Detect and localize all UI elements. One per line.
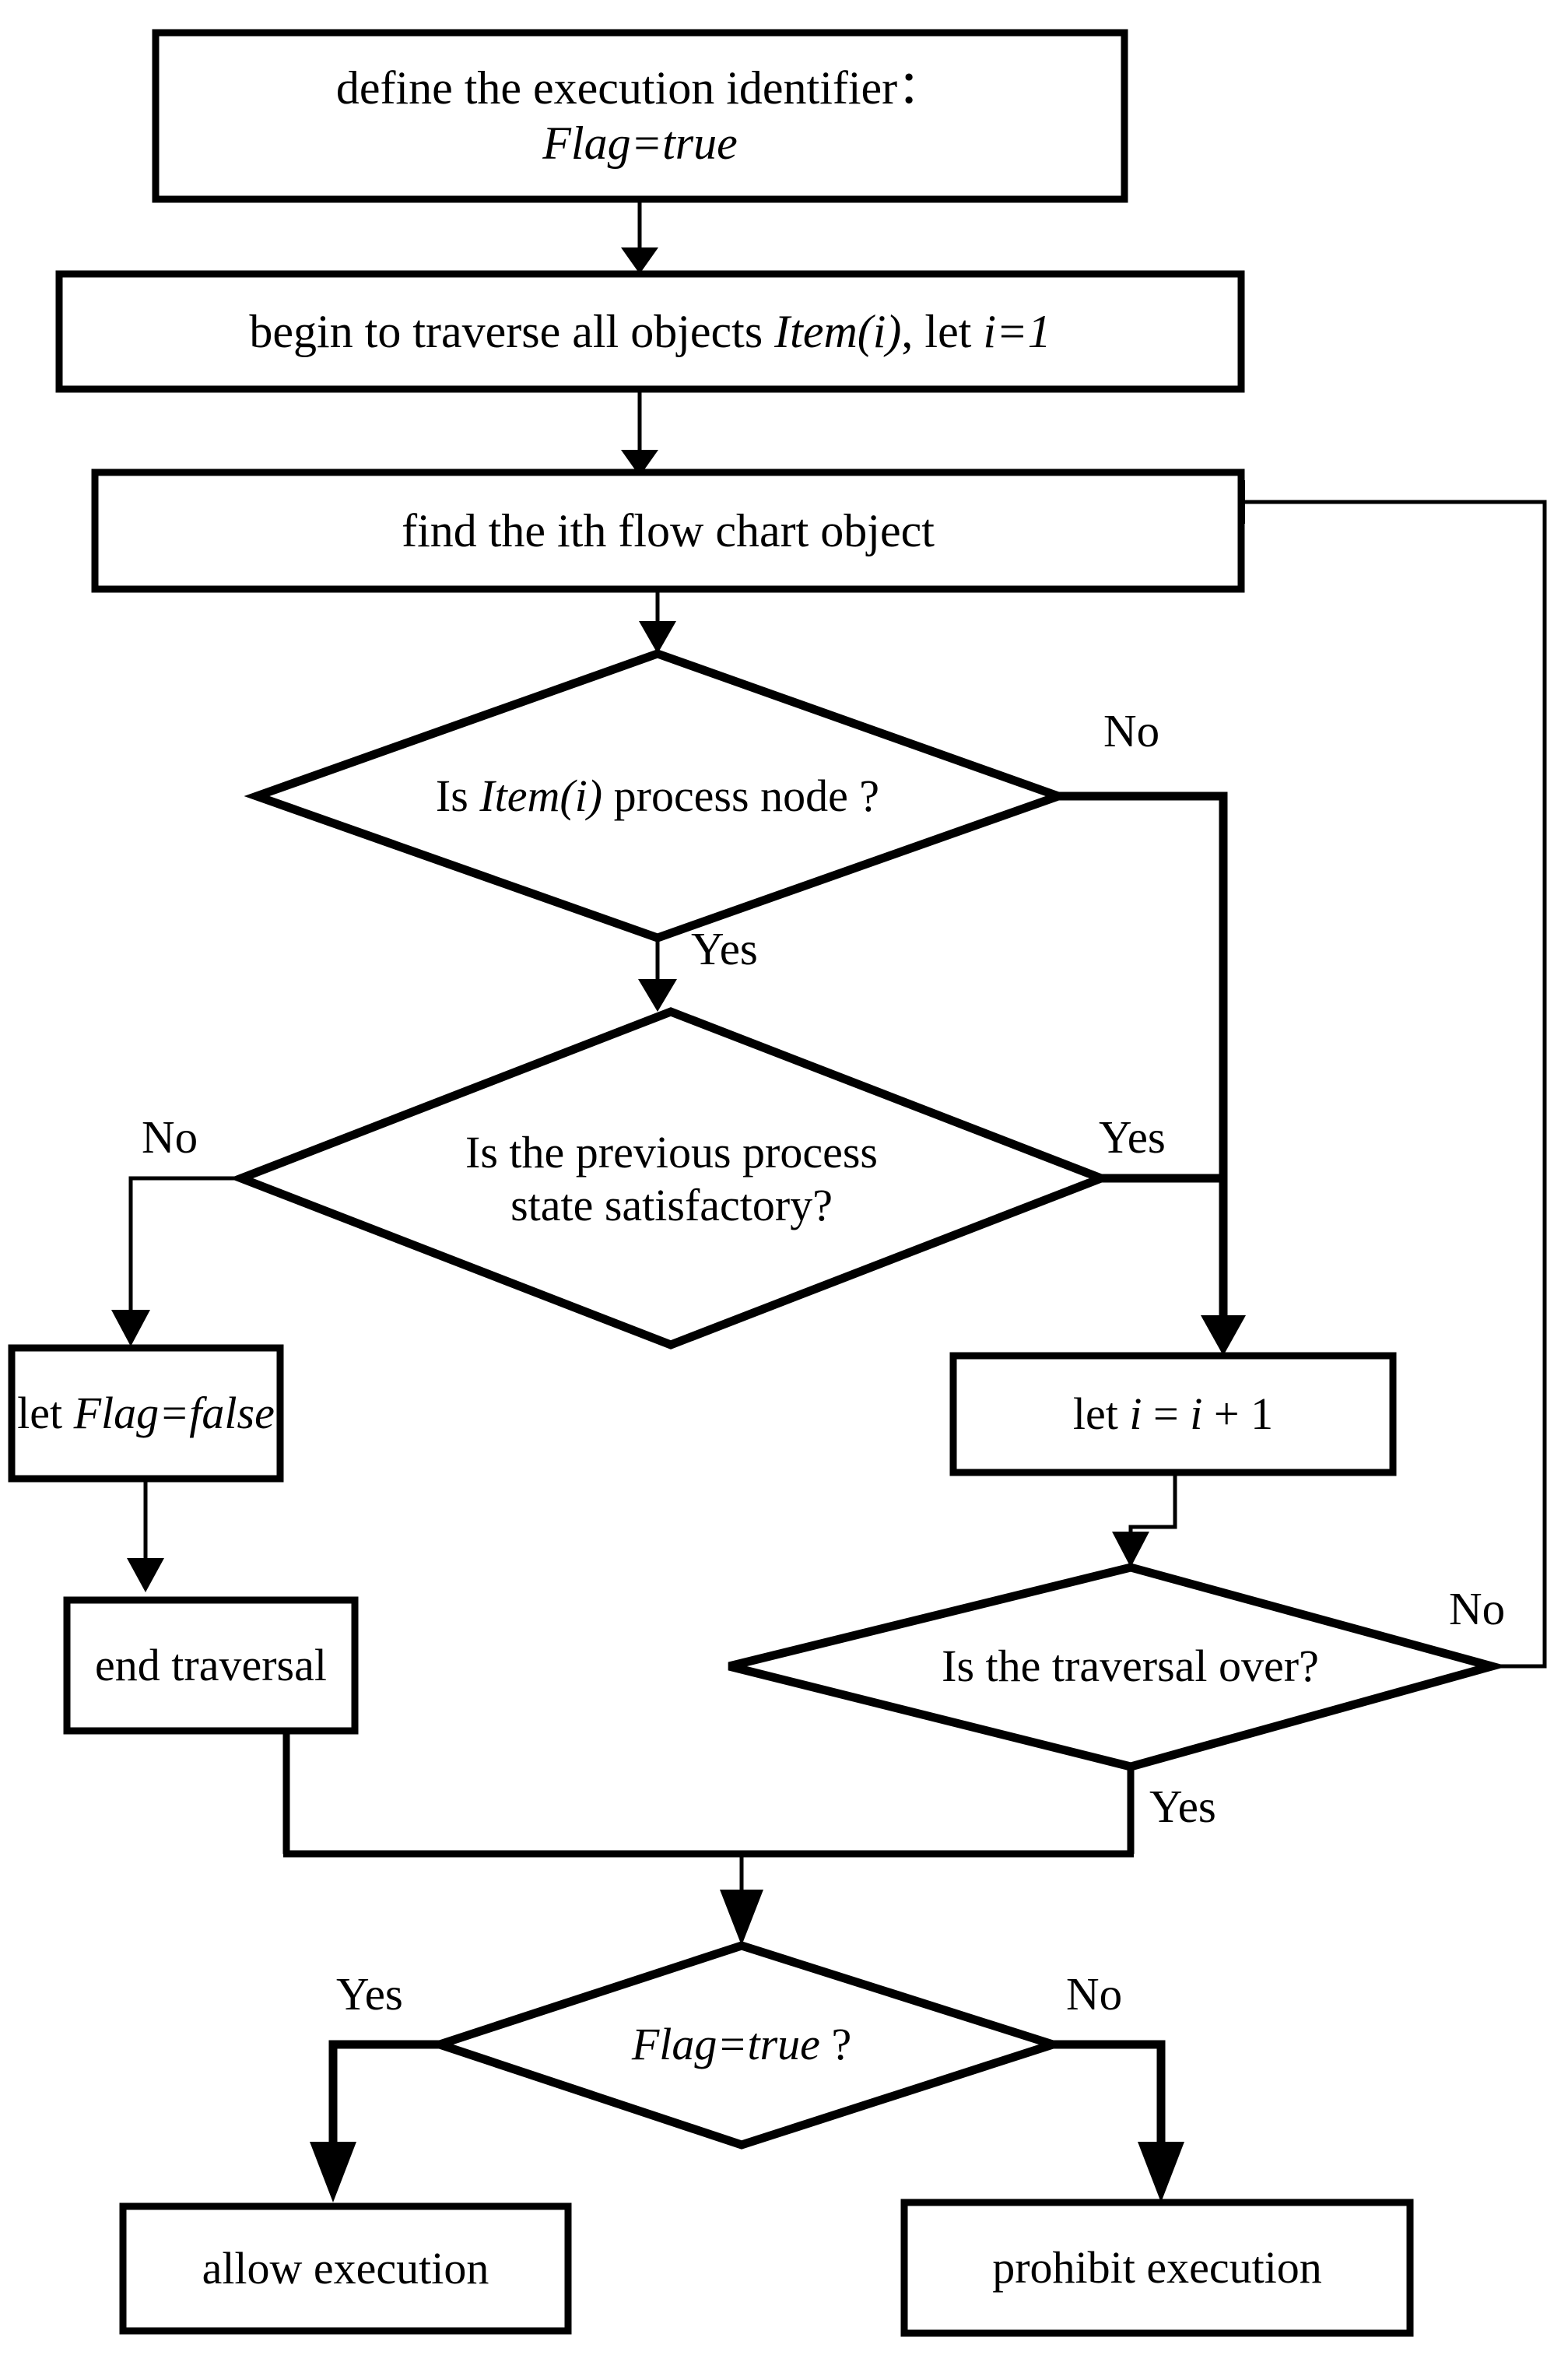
edge-define-to-begin: [621, 201, 658, 274]
node-let-i-inc[interactable]: [949, 1352, 1397, 1476]
node-find-ith[interactable]: [91, 469, 1245, 593]
edge-flagtrue-yes-to-allow: [310, 2040, 440, 2202]
node-flag-true[interactable]: [426, 1941, 1068, 2150]
node-prev-state-ok[interactable]: [229, 1007, 1114, 1349]
branch-label-flagtrue-no: No: [1066, 1968, 1123, 2020]
branch-label-prevstate-yes: Yes: [1099, 1111, 1166, 1163]
edge-traversalover-no-to-find: [1202, 480, 1547, 1669]
edge-flagfalse-to-endtraversal: [127, 1479, 164, 1592]
node-allow-execution[interactable]: [119, 2202, 572, 2335]
branch-label-traversalover-no: No: [1449, 1583, 1506, 1634]
node-define-flag[interactable]: [152, 29, 1128, 203]
branch-label-traversalover-yes: Yes: [1149, 1781, 1216, 1832]
edge-flagtrue-no-to-prohibit: [1053, 2040, 1184, 2202]
node-prohibit-execution[interactable]: [900, 2199, 1414, 2337]
branch-label-isprocess-no: No: [1103, 705, 1160, 756]
branch-label-isprocess-yes: Yes: [691, 923, 758, 974]
node-is-process-node[interactable]: [244, 649, 1072, 942]
edge-begin-to-find: [621, 389, 658, 476]
edge-merge-to-flagtrue: [720, 1857, 763, 1946]
edge-increment-to-traversalover: [1112, 1472, 1177, 1567]
edge-find-to-isprocess: [639, 589, 676, 654]
node-begin-traverse[interactable]: [55, 270, 1245, 393]
branch-label-flagtrue-yes: Yes: [336, 1968, 403, 2020]
node-let-flag-false[interactable]: [8, 1344, 284, 1483]
node-traversal-over[interactable]: [728, 1563, 1508, 1771]
node-end-traversal[interactable]: [63, 1596, 359, 1735]
edge-isprocess-no-to-increment: [1058, 791, 1246, 1356]
branch-label-prevstate-no: No: [142, 1111, 198, 1163]
edge-prevstate-no-to-flagfalse: [111, 1176, 241, 1346]
edge-isprocess-yes-to-prevstate: [638, 938, 677, 1012]
